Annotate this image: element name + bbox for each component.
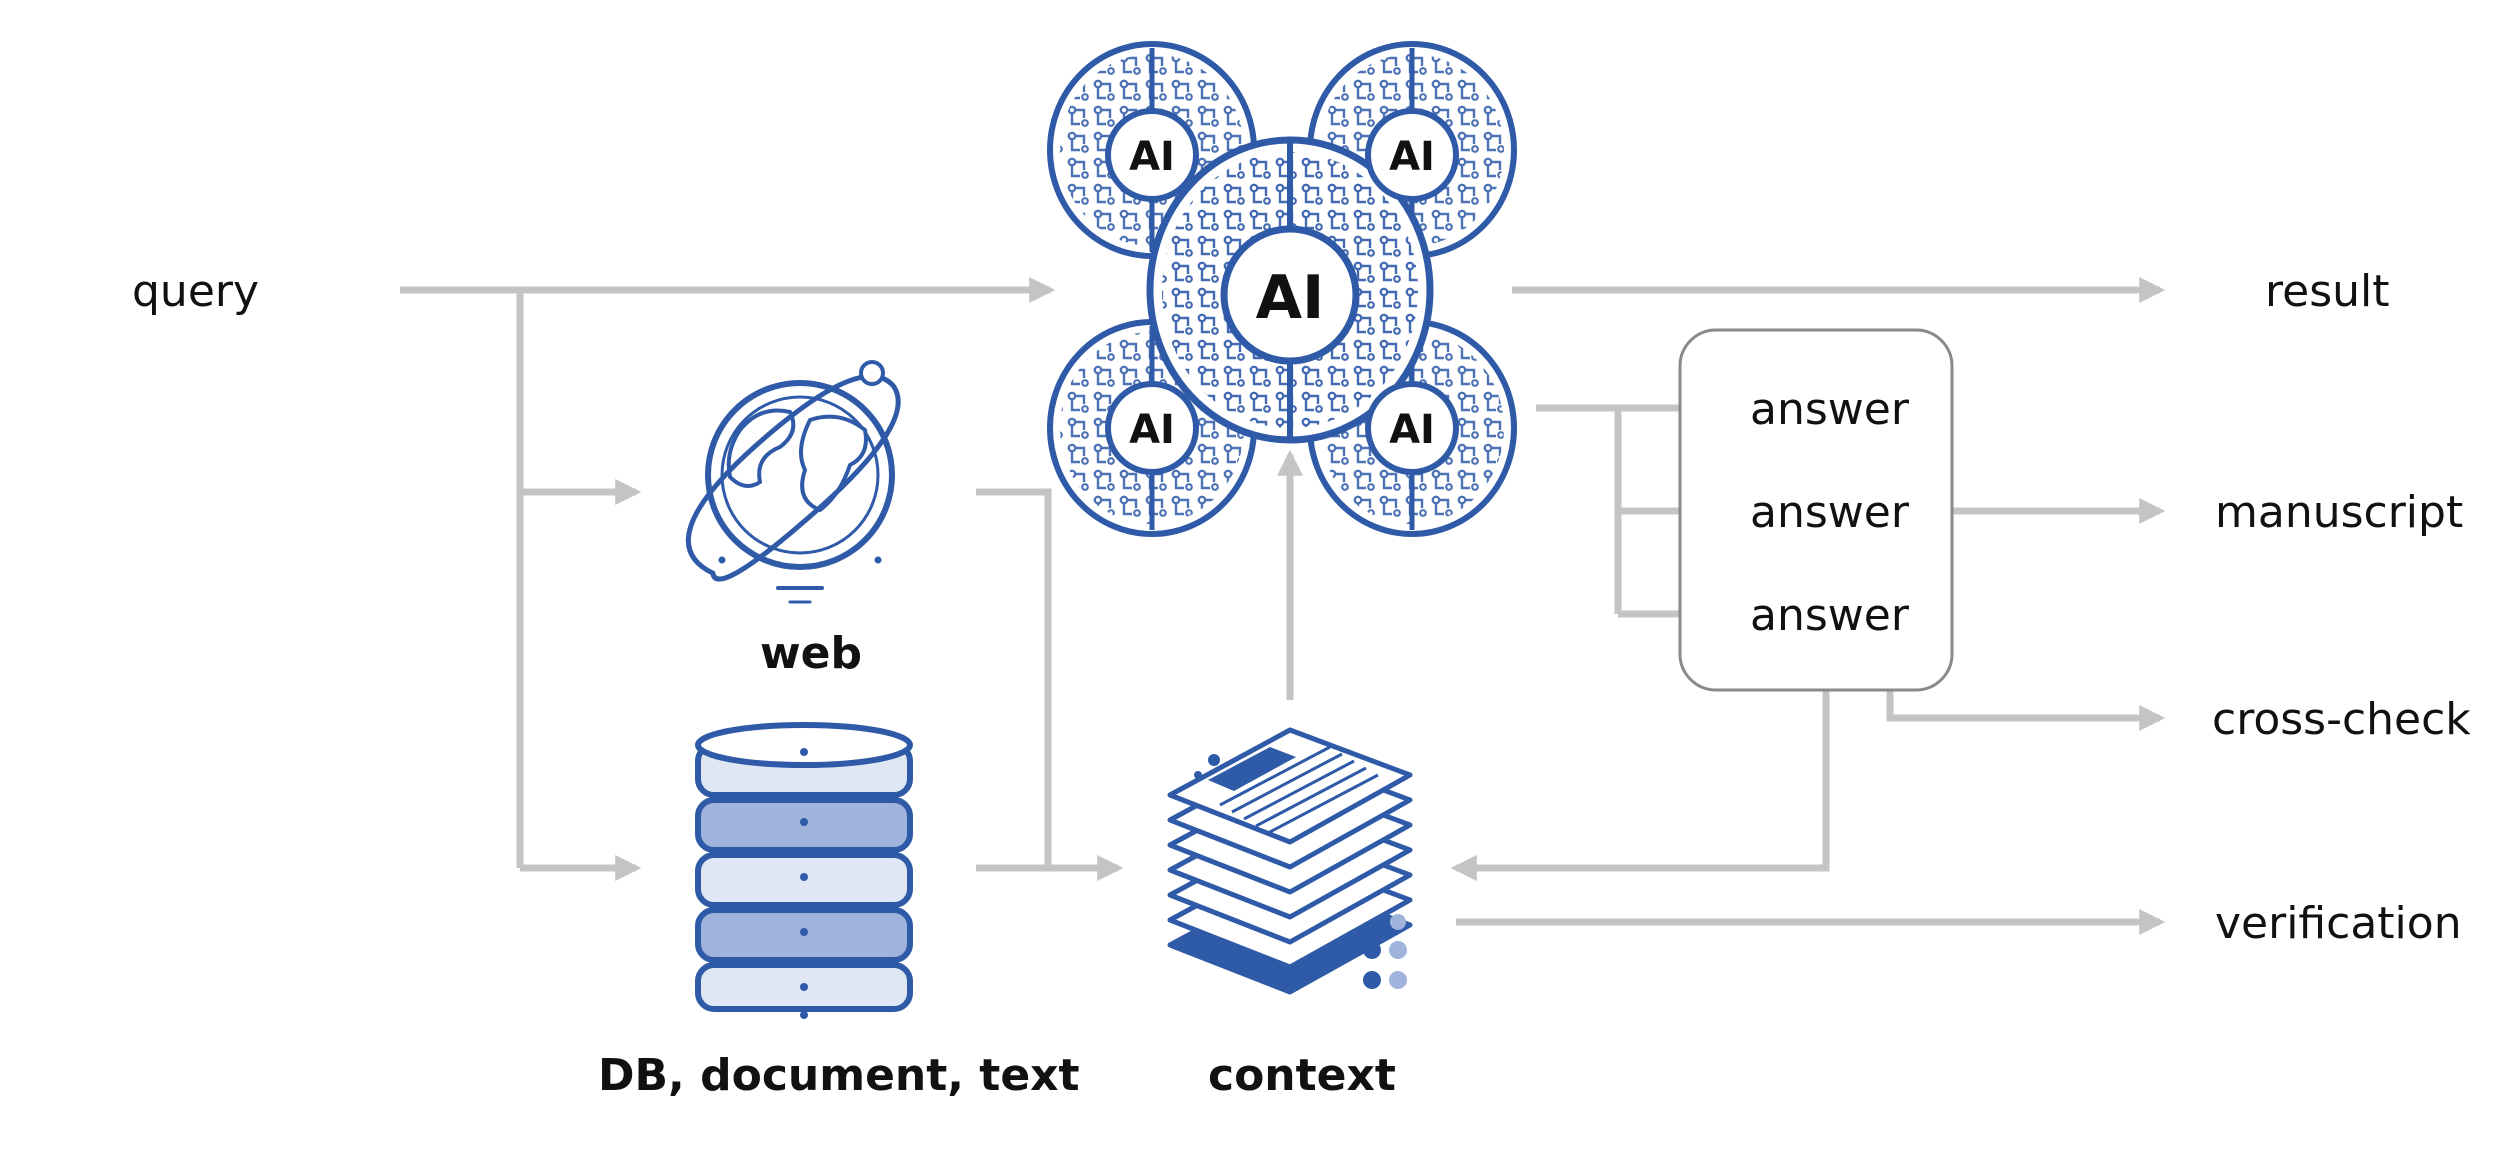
- query-label: query: [132, 266, 260, 317]
- documents-stack-icon: [1167, 727, 1413, 995]
- manuscript-label: manuscript: [2215, 487, 2464, 538]
- db-label: DB, document, text: [598, 1050, 1080, 1101]
- ai-badge-bottom-right: AI: [1389, 407, 1435, 453]
- arrow-web-to-context: [976, 488, 1052, 868]
- cross-check-label: cross-check: [2212, 694, 2471, 745]
- answer-2: answer: [1750, 487, 1909, 538]
- connectors: [400, 277, 2166, 935]
- context-label: context: [1208, 1050, 1396, 1101]
- brain-network-icon: AI AI AI AI AI: [1047, 41, 1517, 537]
- ai-badge-center: AI: [1256, 263, 1325, 333]
- verification-label: verification: [2215, 898, 2462, 949]
- answer-1: answer: [1750, 384, 1909, 435]
- web-label: web: [760, 628, 862, 679]
- globe-icon: [685, 360, 901, 604]
- ai-badge-bottom-left: AI: [1129, 407, 1175, 453]
- arrow-answers-to-context: [1450, 650, 1830, 881]
- result-label: result: [2265, 266, 2390, 317]
- ai-badge-top-left: AI: [1129, 134, 1175, 180]
- arrow-ai-to-answers-trunk: [1536, 404, 1622, 614]
- database-icon: [695, 722, 913, 1019]
- arrow-answers-to-crosscheck: [1886, 690, 2166, 731]
- ai-badge-top-right: AI: [1389, 134, 1435, 180]
- answer-3: answer: [1750, 590, 1909, 641]
- answers-box: [1678, 328, 1954, 692]
